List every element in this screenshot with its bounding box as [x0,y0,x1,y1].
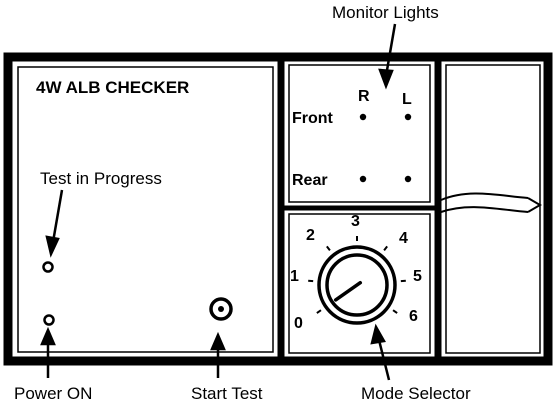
rear-left-light [405,176,411,182]
arrow-test-in-progress-head [47,237,58,254]
dial-tick-4 [384,246,387,250]
dial-number-5: 5 [413,268,422,285]
column-label-l: L [402,91,412,108]
dial-tick-0 [317,310,321,313]
left-panel-inner-frame [18,67,273,352]
dial-number-0: 0 [294,315,303,332]
rear-right-light [360,176,366,182]
arrow-test-in-progress-shaft [53,190,62,242]
arrow-monitor-lights-head [380,70,392,86]
cable-lower [441,207,528,212]
callout-start-test: Start Test [191,384,263,403]
dial-tick-2 [327,246,330,250]
cable-upper [441,194,528,200]
cable-end [528,198,540,212]
dial-number-1: 1 [290,268,299,285]
arrow-start-test-head [212,335,224,349]
column-label-r: R [358,88,370,105]
mode-selector-dial[interactable] [319,247,395,323]
arrow-mode-selector-head [372,327,384,343]
dial-number-3: 3 [351,213,360,230]
callout-mode-selector: Mode Selector [361,384,471,403]
arrow-monitor-lights-shaft [386,24,395,76]
test-in-progress-lamp [44,263,53,272]
row-label-front: Front [292,110,334,127]
callout-monitor-lights: Monitor Lights [332,3,439,22]
callout-power-on: Power ON [14,384,92,403]
callout-test-in-progress: Test in Progress [40,169,162,188]
front-left-light [405,114,411,120]
dial-number-4: 4 [399,230,408,247]
start-test-button-center [218,306,224,312]
dial-number-6: 6 [409,308,418,325]
dial-number-2: 2 [306,227,315,244]
panel-title: 4W ALB CHECKER [36,78,189,97]
front-right-light [360,114,366,120]
arrow-power-on-head [42,330,54,344]
row-label-rear: Rear [292,172,328,189]
power-on-lamp [45,316,54,325]
dial-tick-6 [393,310,397,313]
